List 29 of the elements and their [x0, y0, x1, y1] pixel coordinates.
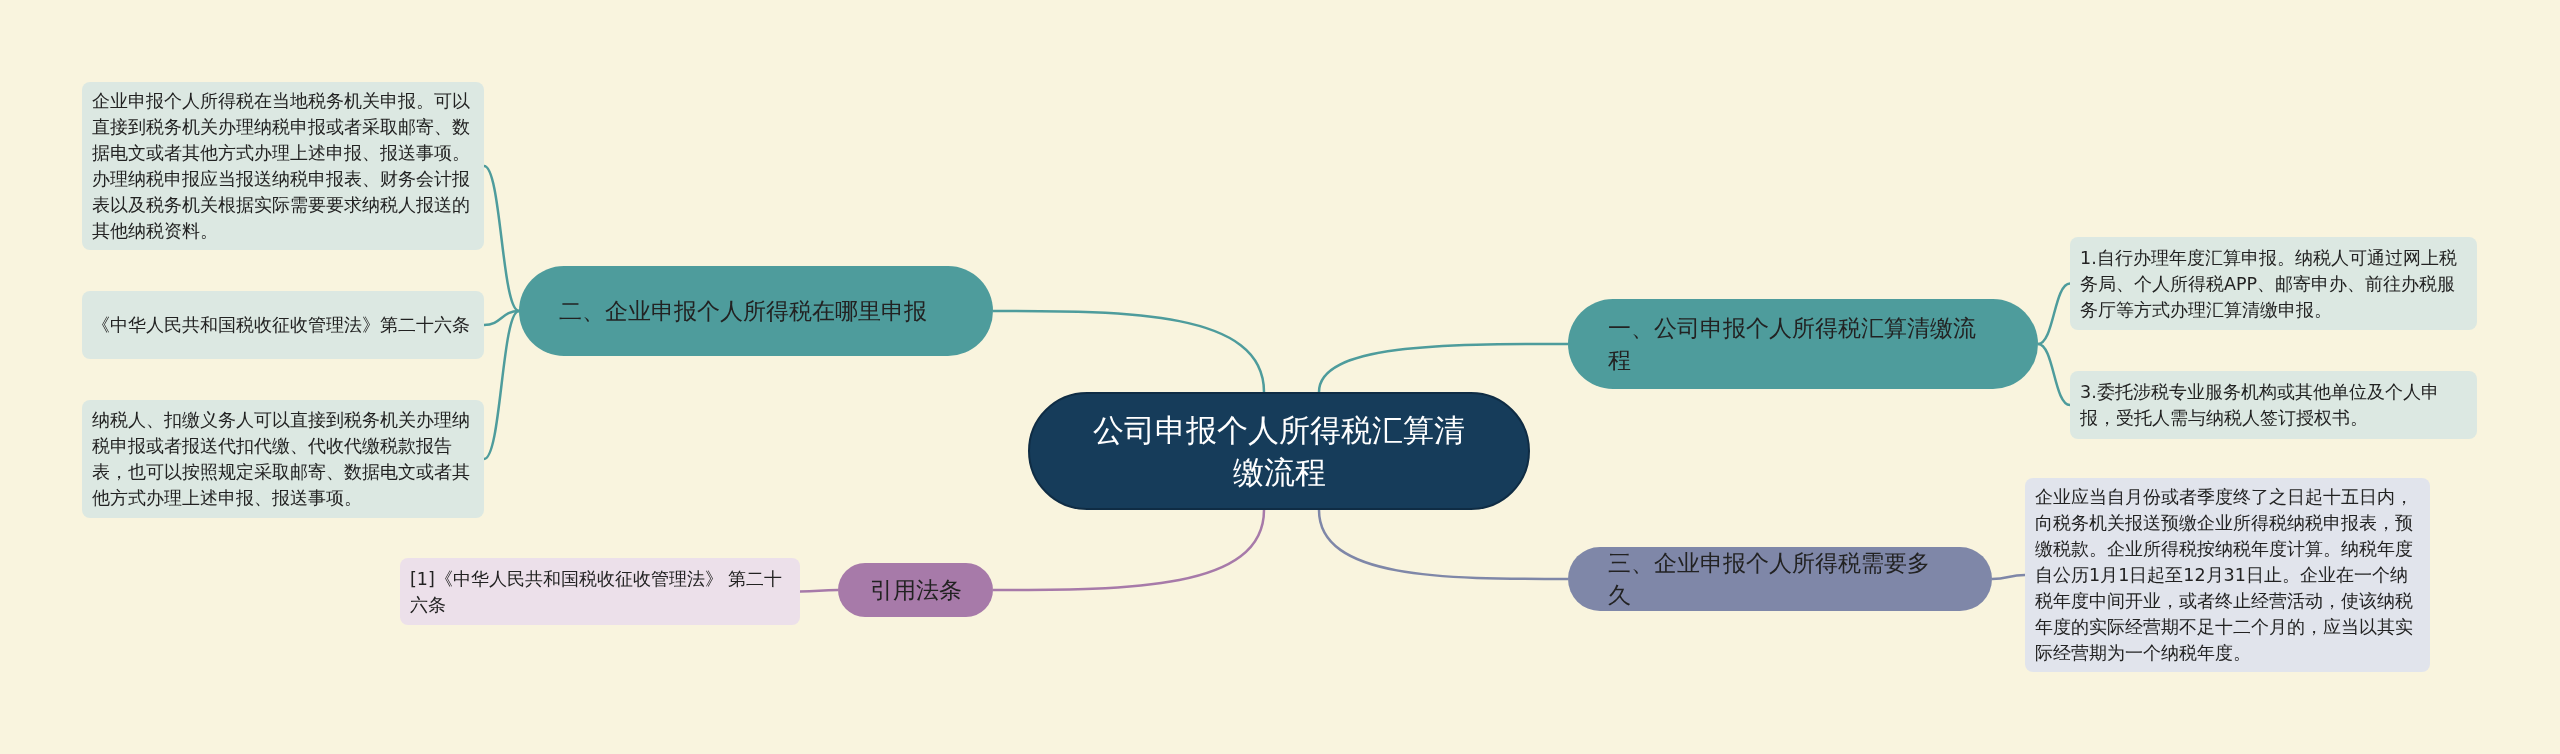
note-text: 企业申报个人所得税在当地税务机关申报。可以直接到税务机关办理纳税申报或者采取邮寄、数据电文或者其他方式办理上述申报、报送事项。办理纳税申报应当报送纳税申报表、财务会计报表以及税务机关根据实际需要要求纳税人报送的其他纳税资料。	[92, 90, 471, 243]
topic-text: 二、企业申报个人所得税在哪里申报	[559, 297, 927, 326]
connector-line	[993, 509, 1266, 592]
note-text: 纳税人、扣缴义务人可以直接到税务机关办理纳税申报或者报送代扣代缴、代收代缴税款报告表，也可以按照规定采取邮寄、数据电文或者其他方式办理上述申报、报送事项。	[92, 409, 471, 510]
note-text: 企业应当自月份或者季度终了之日起十五日内，向税务机关报送预缴企业所得税纳税申报表，预缴税款。企业所得税按纳税年度计算。纳税年度自公历1月1日起至12月31日止。企业在一个纳税年度中间开业，或者终止经营活动，使该纳税年度的实际经营期不足十二个月的，应当以其实际经营期为一个纳税年度。	[2035, 486, 2414, 665]
connector-line	[993, 309, 1266, 393]
subtopic-card	[400, 558, 800, 625]
connector-line	[483, 309, 520, 327]
connector-line	[1317, 342, 1568, 393]
connector-line	[800, 588, 838, 593]
connector-line	[1991, 573, 2026, 581]
connector-line	[2037, 342, 2071, 407]
topic-text: 一、公司申报个人所得税汇算清缴流程	[1608, 314, 1977, 375]
subtopic-card	[82, 400, 484, 518]
topic-text: 三、企业申报个人所得税需要多久	[1608, 549, 1931, 610]
connector-line	[483, 165, 520, 312]
connector-line	[2037, 282, 2071, 346]
subtopic-card	[82, 291, 484, 359]
note-text: [1]《中华人民共和国税收征收管理法》 第二十六条	[410, 567, 784, 617]
subtopic-card	[2070, 237, 2477, 330]
connector-line	[1317, 509, 1568, 581]
topic-text: 公司申报个人所得税汇算清缴流程	[1092, 411, 1466, 492]
branch-topic	[838, 563, 993, 617]
subtopic-card	[2070, 371, 2477, 439]
note-text: 1.自行办理年度汇算申报。纳税人可通过网上税务局、个人所得税APP、邮寄申办、前往办税服务厅等方式办理汇算清缴申报。	[2080, 246, 2458, 322]
note-text: 3.委托涉税专业服务机构或其他单位及个人申报，受托人需与纳税人签订授权书。	[2080, 381, 2440, 430]
connector-line	[483, 310, 520, 460]
note-text: 《中华人民共和国税收征收管理法》第二十六条	[92, 314, 470, 337]
topic-text: 引用法条	[869, 576, 962, 605]
